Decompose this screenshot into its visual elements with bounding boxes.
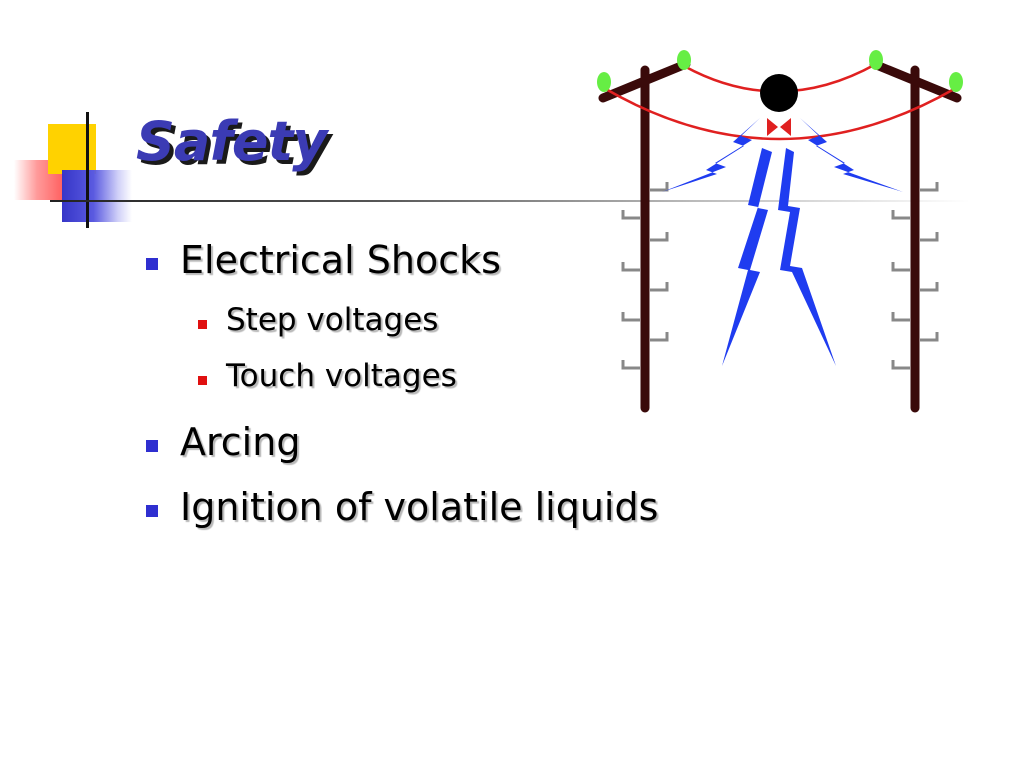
- utility-pole-icon: [598, 59, 691, 413]
- title-underline: [50, 200, 970, 202]
- utility-pole-icon: [869, 59, 962, 413]
- lineworker-shock-illustration: [597, 50, 963, 413]
- bullet-marker-icon: [146, 505, 158, 517]
- lightning-bolt-icon: [662, 118, 903, 366]
- person-head-icon: [760, 74, 798, 112]
- sub-bullet-step-voltages: Step voltages: [226, 302, 439, 338]
- sub-bullet-touch-voltages: Touch voltages: [226, 358, 457, 394]
- sub-bullet-marker-icon: [198, 376, 207, 385]
- decorative-blue-block: [62, 170, 132, 222]
- sub-bullet-marker-icon: [198, 320, 207, 329]
- slide-title: Safety: [136, 110, 327, 173]
- bullet-arcing: Arcing: [180, 420, 301, 464]
- bullet-ignition-volatile-liquids: Ignition of volatile liquids: [180, 485, 659, 529]
- bow-tie-icon: [767, 118, 791, 136]
- bullet-electrical-shocks: Electrical Shocks: [180, 238, 501, 282]
- insulator-icon: [597, 50, 963, 92]
- bullet-marker-icon: [146, 258, 158, 270]
- decorative-vertical-line: [86, 112, 89, 228]
- bullet-marker-icon: [146, 440, 158, 452]
